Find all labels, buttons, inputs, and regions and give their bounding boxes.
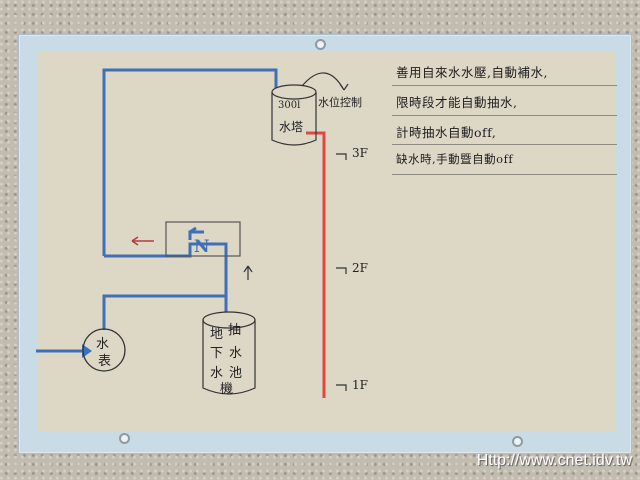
tower-capacity: 300l xyxy=(278,100,301,111)
inlet-arrow xyxy=(82,344,92,358)
faucet-2f xyxy=(336,267,347,274)
left-flow-arrow xyxy=(131,236,154,246)
notes-block: 善用自來水水壓,自動補水, 限時段才能自動抽水, 計時抽水自動off, 缺水時,… xyxy=(392,52,617,184)
grommet-top xyxy=(315,39,326,50)
floor-label-2f: 2F xyxy=(352,261,368,275)
cistern-char-6: 池 xyxy=(229,366,243,381)
level-control-arrow xyxy=(301,72,349,91)
meter-char-2: 表 xyxy=(98,354,112,369)
note-line-4: 缺水時,手動暨自動off xyxy=(396,152,514,166)
pump-arrow xyxy=(188,226,204,240)
feed-pipe xyxy=(306,131,326,398)
water-meter xyxy=(82,328,126,372)
note-line-3: 計時抽水自動off, xyxy=(396,125,497,140)
note-rule xyxy=(392,174,617,175)
meter-char-1: 水 xyxy=(96,337,110,352)
floor-label-3f: 3F xyxy=(352,146,368,160)
faucet-3f xyxy=(336,153,347,160)
cistern-body xyxy=(202,320,256,395)
return-pipe xyxy=(104,242,228,318)
note-line-1: 善用自來水水壓,自動補水, xyxy=(396,65,548,80)
cistern-char-7: 機 xyxy=(220,382,234,397)
cistern-char-2: 抽 xyxy=(228,323,242,338)
note-line-2: 限時段才能自動抽水, xyxy=(396,95,518,110)
pump-letter: N xyxy=(194,237,210,257)
up-flow-arrow xyxy=(243,265,253,280)
grommet-bottom-left xyxy=(119,433,130,444)
note-rule xyxy=(392,115,617,116)
cistern-char-4: 水 xyxy=(229,346,243,361)
pump-box xyxy=(165,221,241,257)
cistern-char-5: 水 xyxy=(210,366,224,381)
main-riser-pipe xyxy=(102,68,278,256)
faucet-1f xyxy=(336,384,347,391)
watermark-url: Http://www.cnet.idv.tw xyxy=(476,452,632,469)
tower-body xyxy=(271,92,317,146)
tower-top xyxy=(271,84,317,100)
note-rule xyxy=(392,85,617,86)
tower-name: 水塔 xyxy=(279,120,304,134)
cistern-char-1: 地 xyxy=(210,327,224,342)
level-control-label: 水位控制 xyxy=(318,96,362,109)
floor-label-1f: 1F xyxy=(352,378,368,392)
cistern-char-3: 下 xyxy=(210,346,224,361)
note-rule xyxy=(392,144,617,145)
grommet-bottom-right xyxy=(512,436,523,447)
